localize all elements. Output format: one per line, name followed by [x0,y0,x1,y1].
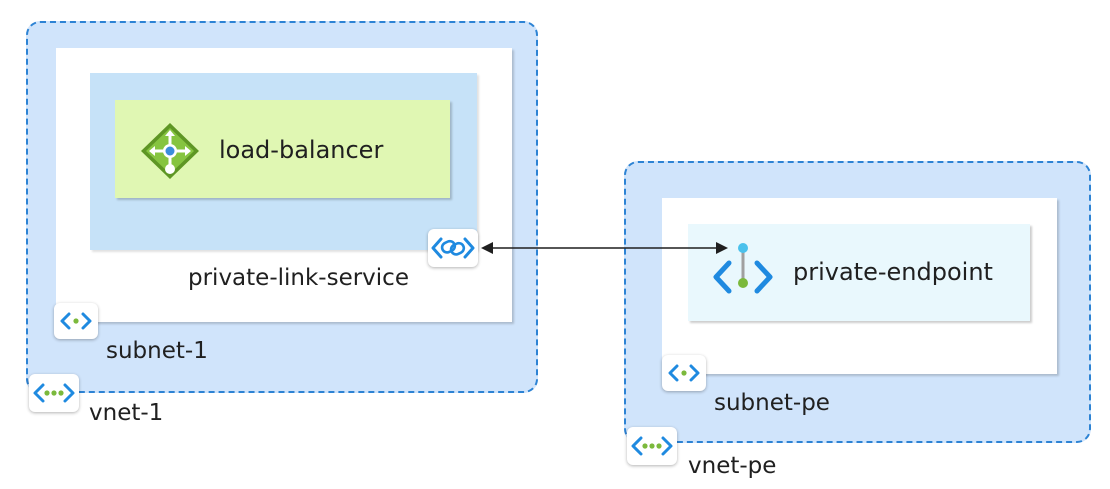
vnet-1-label: vnet-1 [89,400,164,426]
private-endpoint-label: private-endpoint [793,258,993,286]
private-endpoint-box[interactable] [688,224,1030,321]
load-balancer-icon [139,121,201,181]
private-link-service-label: private-link-service [188,265,409,291]
subnet-icon[interactable] [662,355,706,391]
subnet-1-label: subnet-1 [106,338,208,364]
vnet-pe-label: vnet-pe [688,453,777,479]
load-balancer-label: load-balancer [219,136,384,164]
vnet-icon[interactable] [627,427,677,465]
subnet-pe-label: subnet-pe [714,390,830,416]
subnet-icon[interactable] [54,303,98,339]
private-link-icon[interactable] [428,229,478,267]
vnet-icon[interactable] [29,374,79,412]
private-endpoint-icon [711,240,775,300]
